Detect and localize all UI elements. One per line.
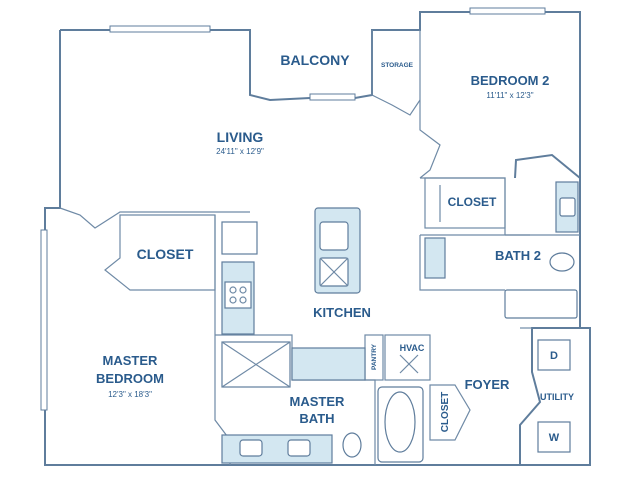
vanity-sink-right-icon (287, 439, 311, 457)
master-bath-label-2: BATH (299, 411, 334, 426)
bedroom2-label: BEDROOM 2 (471, 73, 550, 88)
outer-walls (44, 11, 591, 466)
master-bedroom-size: 12'3" x 18'3" (108, 390, 152, 399)
bath2-tub-icon (504, 289, 578, 319)
fixtures (221, 181, 579, 464)
fridge-icon (221, 221, 258, 255)
utility-label: UTILITY (540, 392, 574, 402)
foyer-closet-label: CLOSET (440, 392, 451, 433)
master-bedroom-label-2: BEDROOM (96, 371, 164, 386)
washer-symbol: W (549, 432, 560, 444)
pantry-label: PANTRY (371, 343, 378, 370)
master-bedroom-label-1: MASTER (103, 353, 159, 368)
kitchen-label: KITCHEN (313, 305, 371, 320)
master-closet-label: CLOSET (137, 246, 194, 262)
living-size: 24'11" x 12'9" (216, 147, 264, 156)
vanity-sink-left-icon (239, 439, 263, 457)
room-labels: BALCONY STORAGE BEDROOM 2 11'11" x 12'3"… (96, 52, 574, 444)
living-label: LIVING (217, 129, 264, 145)
windows (40, 7, 546, 411)
island-sink-icon (319, 221, 349, 251)
stove-icon (224, 281, 252, 309)
toilet-bath2-icon (549, 252, 575, 272)
storage-label: STORAGE (381, 62, 414, 69)
foyer-label: FOYER (465, 377, 510, 392)
dryer-symbol: D (550, 350, 558, 362)
bedroom2-size: 11'11" x 12'3" (486, 91, 533, 100)
balcony-label: BALCONY (280, 52, 350, 68)
kitchen-counter-bottom (291, 347, 366, 381)
toilet-master-icon (342, 432, 362, 458)
bed2-closet-label: CLOSET (448, 195, 497, 209)
dryer-icon (537, 339, 571, 371)
washer-icon (537, 421, 571, 453)
hvac-label: HVAC (400, 343, 425, 353)
master-bath-label-1: MASTER (290, 394, 346, 409)
bath2-sink-icon (559, 197, 576, 217)
vanity (221, 434, 333, 464)
bath2-label: BATH 2 (495, 248, 541, 263)
